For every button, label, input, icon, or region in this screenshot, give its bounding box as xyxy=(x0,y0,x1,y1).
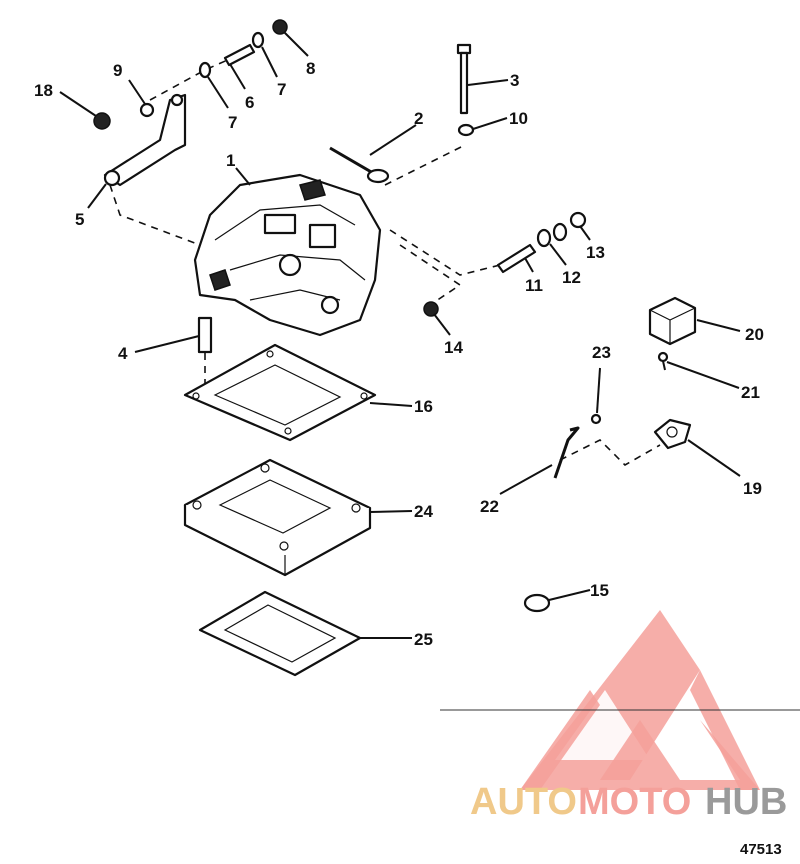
callout-22: 22 xyxy=(480,497,499,516)
bracket-19 xyxy=(653,418,692,450)
callout-2: 2 xyxy=(414,109,423,128)
callout-3: 3 xyxy=(510,71,519,90)
callout-6: 6 xyxy=(245,93,254,112)
figure-number: 47513 xyxy=(740,841,782,858)
callout-7a: 7 xyxy=(228,113,237,132)
callout-19: 19 xyxy=(743,479,762,498)
carburetor-body xyxy=(193,173,382,337)
gasket-25 xyxy=(198,590,362,677)
throttle-lever xyxy=(103,93,187,187)
watermark-logo xyxy=(520,610,760,790)
stud-6 xyxy=(223,43,256,67)
callout-12: 12 xyxy=(562,268,581,287)
bolt-3 xyxy=(456,43,472,115)
callout-5: 5 xyxy=(75,210,84,229)
callout-13: 13 xyxy=(586,243,605,262)
nut-18 xyxy=(93,112,111,130)
screw-21 xyxy=(657,351,669,371)
callout-21: 21 xyxy=(741,383,760,402)
callout-15: 15 xyxy=(590,581,609,600)
pin-2 xyxy=(329,146,390,184)
watermark-text-auto: AUTO xyxy=(470,781,577,823)
callout-11: 11 xyxy=(525,276,543,295)
washer-7b xyxy=(251,31,265,49)
callout-14: 14 xyxy=(444,338,463,357)
callout-18: 18 xyxy=(34,81,53,100)
washer-12b xyxy=(552,222,568,242)
callout-1: 1 xyxy=(226,151,235,170)
spacer-24 xyxy=(183,458,372,577)
nut-23 xyxy=(590,413,602,425)
callout-10: 10 xyxy=(509,109,528,128)
clip-22 xyxy=(553,426,580,479)
watermark-text-hub: HUB xyxy=(705,781,787,823)
watermark-text-moto: MOTO xyxy=(578,781,691,823)
plug-15 xyxy=(523,593,551,613)
watermark-wordmark: AUTO MOTO HUB xyxy=(470,781,787,823)
assembly-dashed-lines xyxy=(109,49,661,466)
washer-7a xyxy=(198,61,212,79)
callout-20: 20 xyxy=(745,325,764,344)
callout-4: 4 xyxy=(118,344,128,363)
washer-10 xyxy=(457,123,475,137)
stud-4 xyxy=(197,316,213,354)
leader-lines xyxy=(59,31,741,639)
gasket-16 xyxy=(183,343,377,442)
block-20 xyxy=(648,296,697,346)
callout-7b: 7 xyxy=(277,80,286,99)
callout-16: 16 xyxy=(414,397,433,416)
callout-25: 25 xyxy=(414,630,433,649)
washer-12a xyxy=(536,228,552,248)
nut-8 xyxy=(272,19,288,35)
callout-8: 8 xyxy=(306,59,315,78)
callout-numbers: 1 2 3 4 5 6 7 7 8 9 10 11 12 13 14 15 16… xyxy=(34,59,764,649)
callout-24: 24 xyxy=(414,502,433,521)
callout-23: 23 xyxy=(592,343,611,362)
callout-9: 9 xyxy=(113,61,122,80)
nut-14 xyxy=(423,301,439,317)
nut-13 xyxy=(569,211,587,229)
stud-11 xyxy=(496,243,537,274)
washer-9 xyxy=(139,102,155,118)
